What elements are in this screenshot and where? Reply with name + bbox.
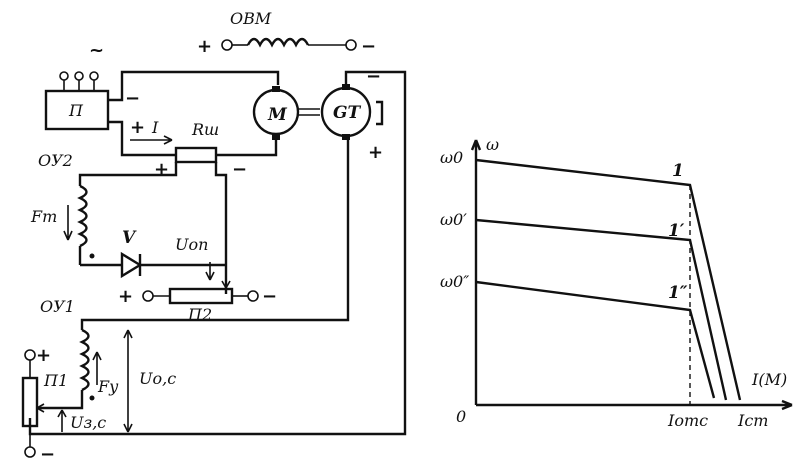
converter-minus: − [125,88,140,109]
current-arrow [130,135,173,145]
curve-1-label: 1 [672,161,684,181]
w0-label: ω0 [440,148,463,167]
p2-left-terminal [142,290,154,302]
characteristic-graph: ω I(M) 0 ω0 ω0′ ω0″ 1 1′ 1″ Iотс Iст [440,135,793,430]
shunt-minus-lead [214,162,228,294]
p2-wiper [221,280,231,289]
x-axis [476,399,793,411]
converter-box [44,89,110,131]
oy1-dot [89,395,95,401]
obm-plus: + [197,36,212,57]
y-axis [470,139,482,405]
origin-label: 0 [456,407,466,426]
oy1-top-lead [80,318,100,330]
shunt-minus: − [232,159,247,180]
p1-bottom-terminal [24,446,36,458]
p1-minus: − [40,444,55,463]
uzc-arrow [57,409,67,432]
motor [252,86,300,140]
uop-label: Uоп [175,235,208,254]
generator [320,84,384,140]
fy-label: Fу [97,377,119,396]
x-axis-label: I(M) [751,370,787,389]
shunt-to-motor-wire [216,140,278,157]
p1-plus: + [36,345,51,366]
converter-label: П [68,101,84,120]
curve-1pp-label: 1″ [668,283,688,303]
diode-label: V [122,228,137,248]
p2-resistor [168,287,234,305]
y-axis-label: ω [486,135,499,154]
p2-right-terminal [247,290,259,302]
p2-label: П2 [187,305,212,324]
p1-top-terminal [24,349,36,361]
oy2-label: ОУ2 [38,151,73,170]
shunt-plus: + [154,159,169,180]
w0p-label: ω0′ [440,210,467,229]
uzc-label: Uз,с [70,413,106,432]
ac-symbol: ~ [89,40,104,61]
curve-1 [475,158,742,401]
generator-minus: − [366,66,381,87]
p2-plus: + [118,286,133,307]
uoc-label: Uо,с [139,369,176,388]
obm-winding [221,37,357,51]
armature-bottom-wire [108,120,176,157]
armature-top-wire [108,70,280,102]
oy1-bottom-lead [40,390,84,410]
current-label: I [151,118,159,137]
shunt-label: Rш [191,120,219,139]
current-plus: + [130,117,145,138]
generator-feedback-wire [100,140,350,322]
shunt-resistor [174,146,218,164]
curve-1pp [475,280,716,399]
p1-label: П1 [43,371,68,390]
ft-label: Fт [30,207,57,226]
shunt-plus-lead [78,162,178,186]
p1-wiper [36,403,45,413]
oy1-label: ОУ1 [40,297,75,316]
generator-label: GT [333,103,362,123]
diode-triangle [120,251,143,279]
schematic: ОВМ + − ~ П − M [21,9,407,463]
generator-plus: + [368,142,383,163]
w0pp-label: ω0″ [440,272,469,291]
obm-minus: − [361,36,376,57]
ft-arrow [63,205,73,241]
oy2-dot [89,253,95,259]
istop-label: Iотс [667,411,708,430]
oy2-winding [77,184,88,248]
fy-arrow [92,351,102,385]
curve-1p-label: 1′ [668,221,685,241]
oy1-winding [79,328,90,392]
uop-arrow [205,262,215,281]
motor-label: M [267,105,288,125]
p2-minus: − [262,286,277,307]
uoc-arrow [123,329,133,433]
ist-label: Iст [737,411,768,430]
obm-label: ОВМ [230,9,272,28]
ac-terminals [59,71,99,91]
